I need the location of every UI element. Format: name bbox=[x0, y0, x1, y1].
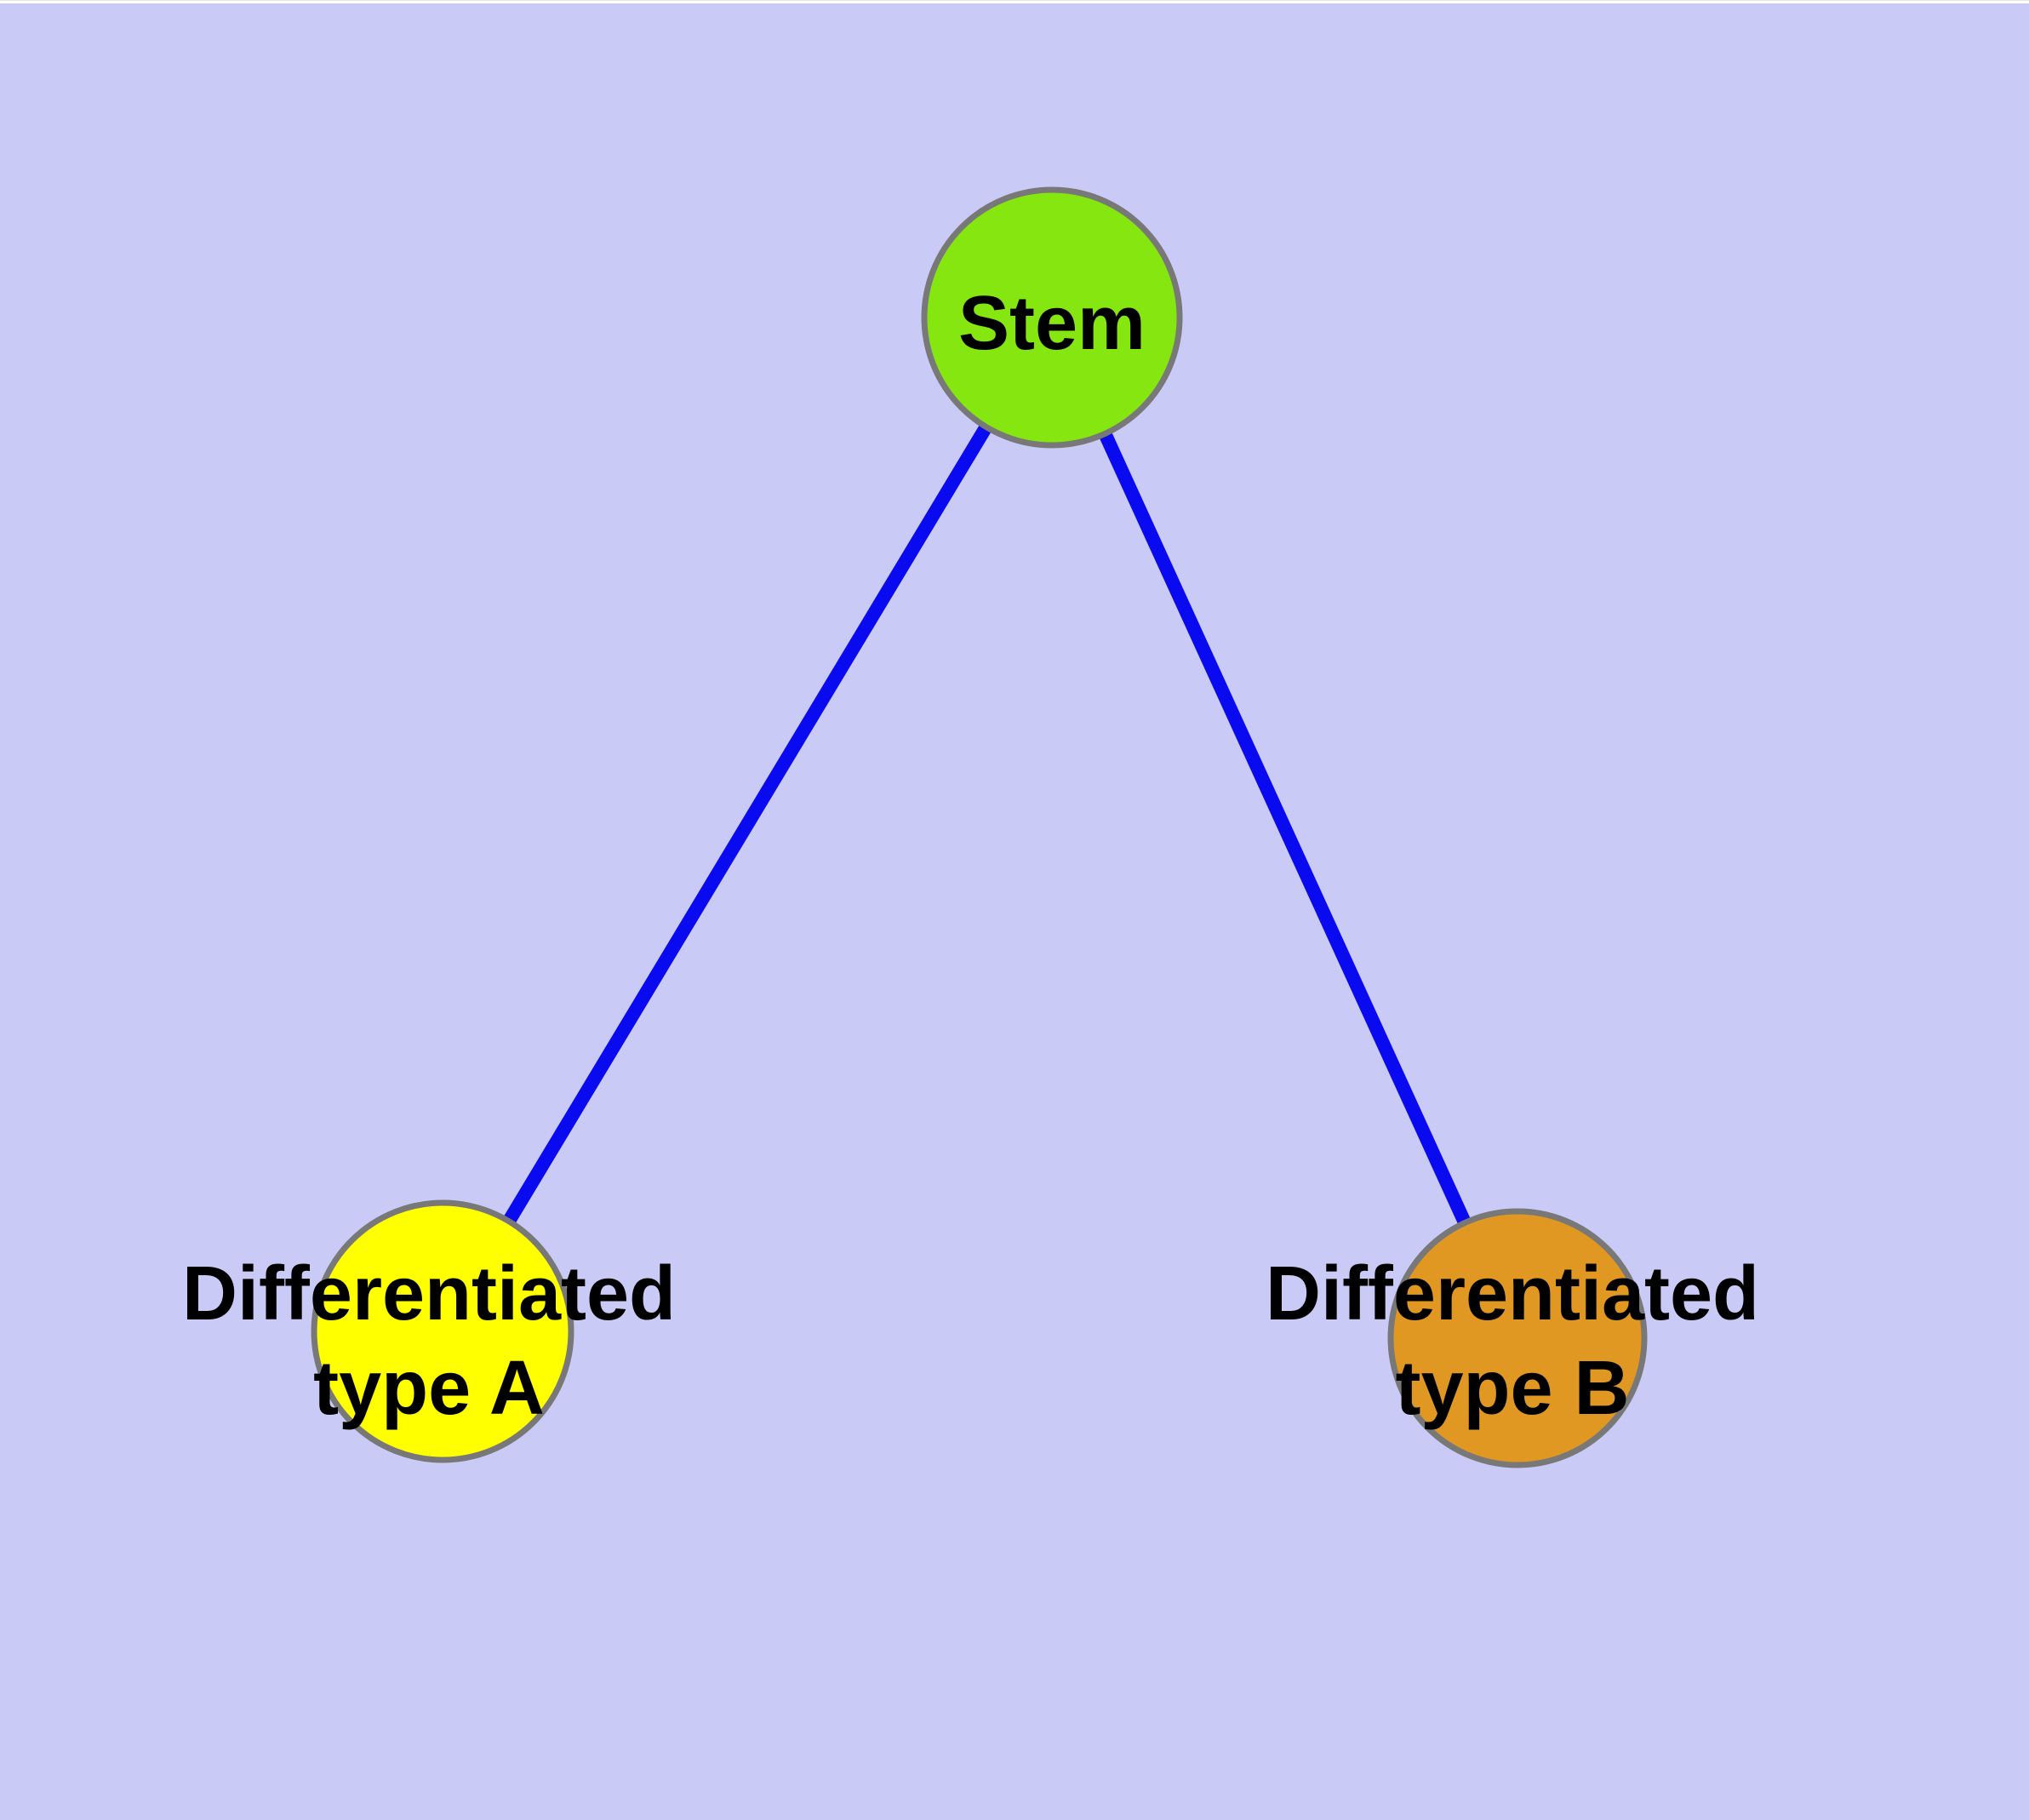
node-type-a-label-line2: type A bbox=[313, 1346, 545, 1431]
node-type-b-label-line2: type B bbox=[1395, 1346, 1629, 1431]
node-stem bbox=[921, 186, 1183, 449]
graph-diagram: Stem Differentiated type A Differentiate… bbox=[0, 3, 2029, 1820]
top-edge-strip bbox=[0, 0, 2029, 3]
node-type-b-label-line1: Differentiated bbox=[1266, 1251, 1759, 1336]
node-differentiated-type-b bbox=[1387, 1208, 1648, 1468]
node-stem-label: Stem bbox=[958, 281, 1146, 366]
node-type-a-label-line1: Differentiated bbox=[182, 1251, 676, 1336]
edge-stem-to-type-a bbox=[437, 313, 1058, 1336]
node-differentiated-type-a bbox=[311, 1199, 574, 1463]
edge-stem-to-type-b bbox=[1045, 314, 1524, 1342]
